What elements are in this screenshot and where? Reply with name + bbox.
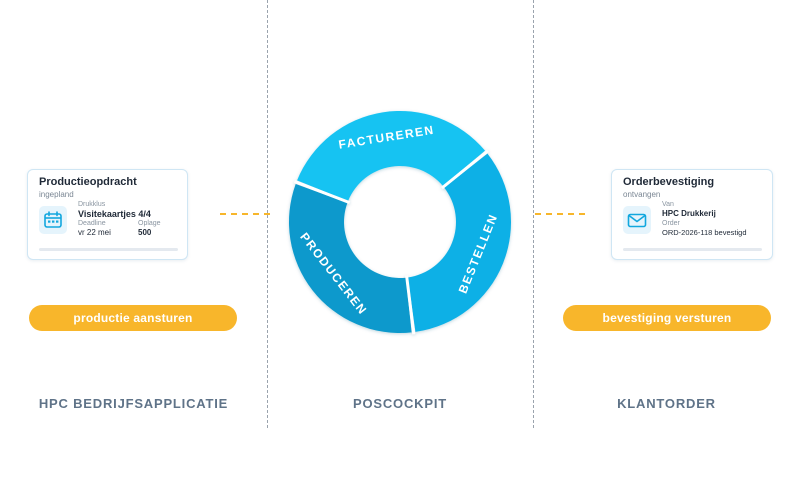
- deadline-value: vr 22 mei: [78, 228, 111, 237]
- deadline-label: Deadline: [78, 220, 106, 227]
- from-value: HPC Drukkerij: [662, 209, 716, 218]
- calendar-icon: [39, 206, 67, 234]
- card-status: ontvangen: [623, 190, 661, 199]
- column-label-left: HPC BEDRIJFSAPPLICATIE: [38, 396, 229, 411]
- send-confirmation-button[interactable]: bevestiging versturen: [563, 305, 771, 331]
- order-label: Order: [662, 220, 680, 227]
- segment-gap: [293, 180, 351, 205]
- card-progress-track: [39, 248, 178, 251]
- order-confirmation-card[interactable]: Orderbevestiging ontvangen Van HPC Drukk…: [611, 169, 773, 260]
- card-title: Productieopdracht: [39, 176, 137, 188]
- column-label-right: KLANTORDER: [617, 396, 716, 411]
- card-title: Orderbevestiging: [623, 176, 715, 188]
- segment-produceren: [289, 184, 412, 333]
- quantity-value: 500: [138, 228, 152, 237]
- segment-bestellen: [407, 153, 512, 332]
- quantity-label: Oplage: [138, 220, 161, 227]
- column-divider-right: [533, 0, 534, 428]
- job-label: Drukklus: [78, 201, 106, 208]
- from-label: Van: [662, 201, 674, 208]
- segment-factureren: [297, 110, 486, 202]
- segment-gap: [441, 149, 489, 190]
- job-value: Visitekaartjes 4/4: [78, 209, 151, 219]
- column-label-center: POSCOCKPIT: [353, 396, 447, 411]
- production-control-button[interactable]: productie aansturen: [29, 305, 237, 331]
- production-order-card[interactable]: Productieopdracht ingepland Drukklus Vis…: [27, 169, 188, 260]
- segment-gap: [405, 275, 416, 335]
- connector-right: [535, 213, 585, 215]
- card-progress-track: [623, 248, 762, 251]
- connector-left: [220, 213, 270, 215]
- order-value: ORD-2026-118 bevestigd: [662, 228, 747, 237]
- envelope-icon: [623, 206, 651, 234]
- card-status: ingepland: [39, 190, 74, 199]
